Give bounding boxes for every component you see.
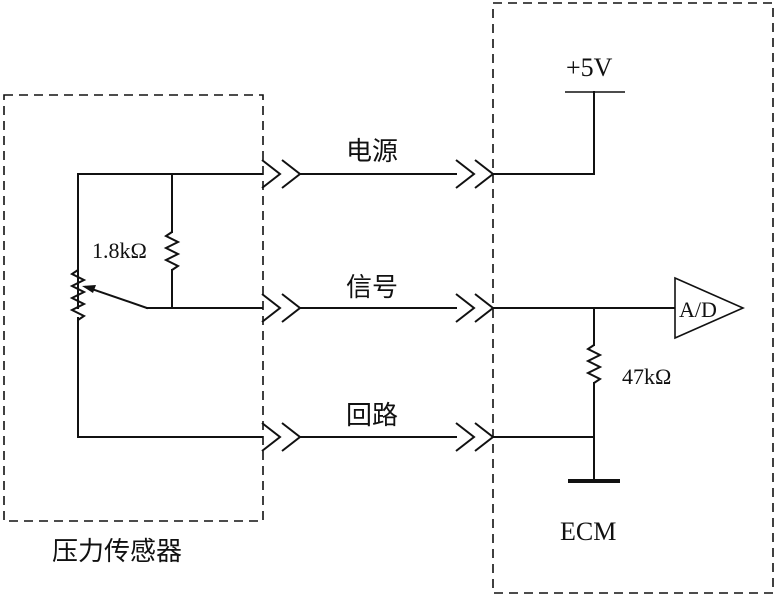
power-line-label: 电源 [346,137,398,167]
return-connector-sensor-side [261,422,302,452]
potentiometer-symbol [69,269,87,321]
sensor-resistor-label: 1.8kΩ [92,238,147,263]
sensor-resistor-symbol [163,231,181,271]
pulldown-resistor-symbol [585,344,603,384]
pressure-sensor-label: 压力传感器 [52,537,182,567]
return-line [77,317,595,438]
return-connector-ecm-side [455,422,495,452]
signal-connector-ecm-side [455,293,495,323]
ad-converter-label: A/D [679,297,717,322]
potentiometer-wiper [84,285,149,310]
return-line-label: 回路 [346,401,398,431]
pulldown-resistor-label: 47kΩ [622,364,671,389]
ecm-boundary [492,2,774,594]
signal-connector-sensor-side [261,293,302,323]
signal-line-label: 信号 [346,273,398,303]
power-connector-sensor-side [261,159,302,189]
ad-converter-symbol [674,276,745,340]
ecm-label: ECM [560,517,616,546]
potentiometer-wiper-arrow [82,285,96,293]
power-line [77,91,595,309]
supply-voltage-label: +5V [566,53,613,82]
power-connector-ecm-side [455,159,495,189]
